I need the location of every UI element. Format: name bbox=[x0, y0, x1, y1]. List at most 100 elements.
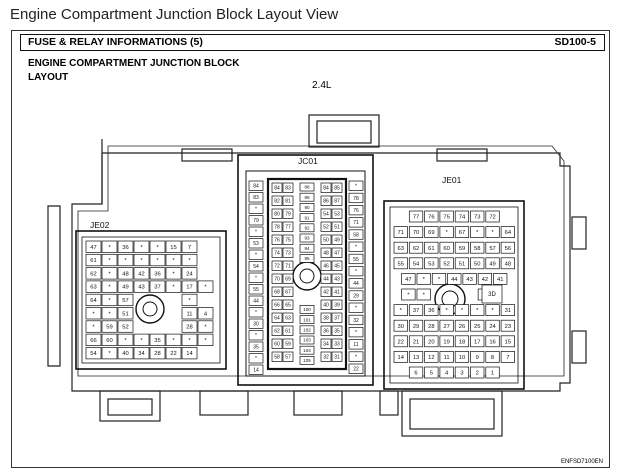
je01-terminal: 56 bbox=[500, 241, 515, 254]
jc01-side-terminal: 71 bbox=[348, 217, 364, 228]
je02-terminal: * bbox=[85, 320, 102, 333]
svg-text:56: 56 bbox=[505, 246, 511, 252]
svg-text:11: 11 bbox=[444, 355, 450, 361]
jc01-terminal: 86 bbox=[320, 195, 332, 206]
svg-text:15: 15 bbox=[170, 245, 176, 251]
jc01-terminal: 63 bbox=[282, 312, 294, 323]
svg-text:59: 59 bbox=[106, 325, 112, 331]
svg-text:2: 2 bbox=[476, 371, 479, 377]
jc01-terminal: 92 bbox=[299, 223, 315, 233]
jc01-side-terminal: 76 bbox=[348, 205, 364, 216]
je02-label: JE02 bbox=[90, 220, 110, 230]
svg-text:*: * bbox=[255, 333, 257, 339]
svg-text:22: 22 bbox=[398, 339, 404, 345]
svg-text:*: * bbox=[491, 230, 494, 236]
svg-text:3D: 3D bbox=[488, 292, 496, 298]
jc01-side-terminal: * bbox=[348, 302, 364, 313]
je02-terminal: 51 bbox=[117, 307, 134, 320]
jc01-side-terminal: * bbox=[348, 241, 364, 252]
svg-text:54: 54 bbox=[413, 261, 420, 267]
svg-text:55: 55 bbox=[353, 257, 359, 263]
je02-terminal: 66 bbox=[85, 333, 102, 346]
jc01-terminal: 64 bbox=[271, 312, 283, 323]
svg-text:*: * bbox=[491, 308, 494, 314]
jc01-terminal: 54 bbox=[320, 208, 332, 219]
je02-terminal: * bbox=[101, 280, 118, 293]
jc01-terminal: 33 bbox=[331, 338, 343, 349]
je01-terminal: 37 bbox=[408, 304, 424, 316]
svg-text:8: 8 bbox=[491, 355, 494, 361]
jc01-terminal: 35 bbox=[331, 325, 343, 336]
je01-terminal: 62 bbox=[408, 241, 424, 254]
svg-text:*: * bbox=[461, 308, 464, 314]
je01-terminal: 58 bbox=[470, 241, 485, 254]
svg-text:58: 58 bbox=[353, 232, 359, 238]
svg-text:85: 85 bbox=[334, 186, 340, 192]
svg-text:3: 3 bbox=[460, 371, 463, 377]
jc01-side-terminal: 30 bbox=[248, 318, 264, 329]
je01-terminal: 26 bbox=[454, 319, 470, 332]
svg-text:52: 52 bbox=[443, 261, 449, 267]
svg-text:73: 73 bbox=[474, 215, 480, 221]
svg-text:75: 75 bbox=[443, 215, 449, 221]
svg-text:52: 52 bbox=[122, 325, 128, 331]
svg-text:28: 28 bbox=[186, 325, 192, 331]
svg-text:60: 60 bbox=[274, 342, 280, 348]
svg-text:*: * bbox=[446, 230, 449, 236]
je01-terminal: 77 bbox=[408, 210, 424, 223]
svg-text:44: 44 bbox=[451, 277, 458, 283]
svg-text:84: 84 bbox=[253, 184, 259, 190]
svg-text:64: 64 bbox=[274, 316, 280, 322]
je01-terminal: 74 bbox=[454, 210, 470, 223]
svg-text:69: 69 bbox=[428, 230, 434, 236]
left-bracket bbox=[47, 205, 61, 367]
svg-text:87: 87 bbox=[334, 199, 340, 205]
svg-text:79: 79 bbox=[285, 212, 291, 218]
svg-text:43: 43 bbox=[138, 285, 144, 291]
svg-text:*: * bbox=[423, 293, 426, 299]
je02-terminal: 57 bbox=[117, 293, 134, 307]
jc01-terminal: 58 bbox=[271, 351, 283, 362]
je01-terminal: 47 bbox=[401, 273, 416, 285]
je01-terminal: * bbox=[416, 288, 431, 301]
je02-terminal: 36 bbox=[149, 267, 166, 280]
svg-text:14: 14 bbox=[398, 355, 405, 361]
je02-terminal: 14 bbox=[181, 347, 198, 360]
jc01-terminal: 42 bbox=[320, 286, 332, 297]
svg-text:18: 18 bbox=[459, 339, 465, 345]
svg-text:53: 53 bbox=[334, 212, 340, 218]
svg-text:*: * bbox=[355, 245, 357, 251]
jc01-terminal: 59 bbox=[282, 338, 294, 349]
jc01-terminal: 72 bbox=[271, 260, 283, 271]
je02-terminal: * bbox=[165, 333, 182, 346]
svg-text:*: * bbox=[188, 298, 191, 304]
svg-text:54: 54 bbox=[90, 351, 97, 357]
svg-text:*: * bbox=[156, 258, 159, 264]
je01-terminal: * bbox=[393, 304, 408, 316]
je01-terminal: 14 bbox=[393, 351, 408, 363]
jc01-terminal: 61 bbox=[282, 325, 294, 336]
jc01-side-terminal: 58 bbox=[348, 229, 364, 240]
svg-text:24: 24 bbox=[186, 271, 193, 277]
je02-terminal: 49 bbox=[117, 280, 134, 293]
svg-text:63: 63 bbox=[398, 246, 404, 252]
svg-text:64: 64 bbox=[505, 230, 512, 236]
je02-terminal: * bbox=[117, 333, 134, 346]
svg-text:73: 73 bbox=[285, 251, 291, 257]
jc01-side-terminal: * bbox=[248, 226, 264, 237]
svg-text:71: 71 bbox=[398, 230, 404, 236]
engine-label: 2.4L bbox=[312, 80, 332, 91]
svg-text:*: * bbox=[476, 230, 479, 236]
jc01-terminal: 74 bbox=[271, 247, 283, 258]
je02-terminal: * bbox=[165, 253, 182, 267]
svg-text:93: 93 bbox=[304, 236, 310, 241]
je02-terminal: * bbox=[197, 320, 214, 333]
jc01-terminal: 88 bbox=[299, 182, 315, 192]
je01-terminal: 7 bbox=[500, 351, 515, 363]
je01-terminal: 12 bbox=[424, 351, 439, 363]
je01-terminal: 11 bbox=[439, 351, 454, 363]
svg-text:42: 42 bbox=[323, 290, 329, 296]
je01-terminal: 48 bbox=[500, 257, 515, 270]
je02-terminal: 40 bbox=[117, 347, 134, 360]
